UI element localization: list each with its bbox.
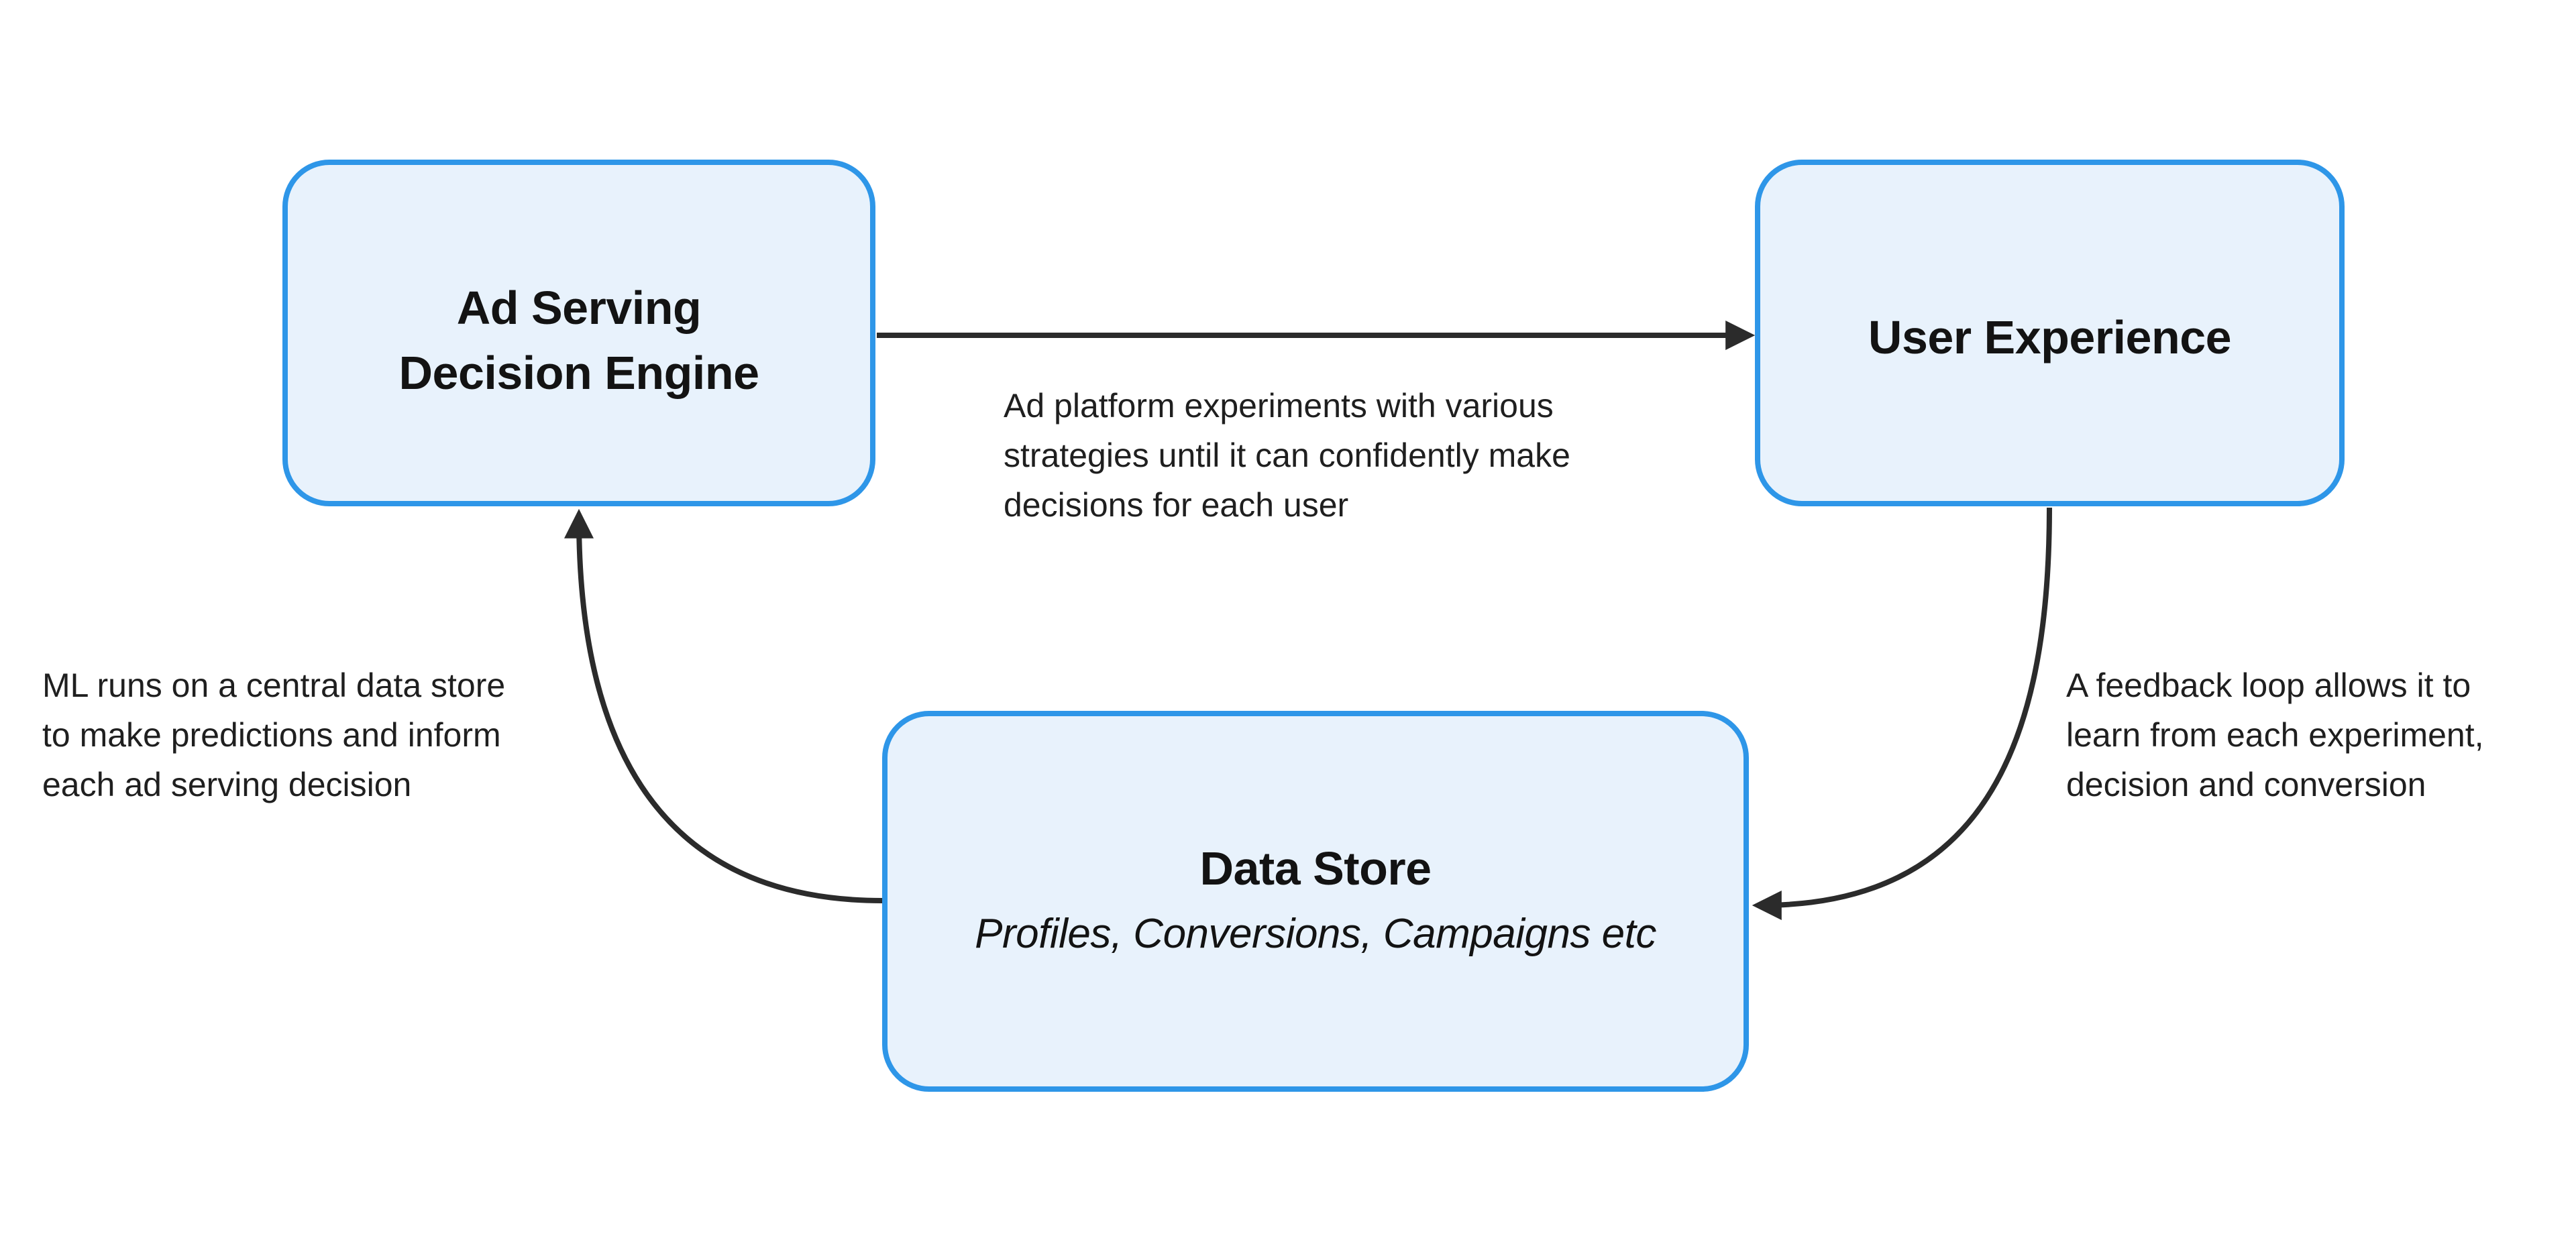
node-title-line: Ad Serving	[456, 281, 702, 334]
annotation-line: decision and conversion	[2066, 766, 2426, 803]
annotation-line: each ad serving decision	[42, 766, 412, 803]
node-title: User Experience	[1868, 311, 2232, 363]
annotation-line: ML runs on a central data store	[42, 667, 506, 704]
annotation-line: strategies until it can confidently make	[1004, 437, 1570, 474]
annotation-feedback-loop: A feedback loop allows it to learn from …	[2066, 661, 2549, 809]
annotation-experiments: Ad platform experiments with various str…	[1004, 381, 1688, 530]
arrow-user-experience-to-data-store	[1752, 507, 2052, 920]
annotation-line: learn from each experiment,	[2066, 716, 2484, 754]
node-ad-serving-decision-engine: Ad Serving Decision Engine	[282, 160, 875, 506]
node-title-line: Decision Engine	[398, 346, 759, 399]
annotation-line: Ad platform experiments with various	[1004, 387, 1554, 424]
node-user-experience: User Experience	[1755, 160, 2345, 506]
annotation-line: to make predictions and inform	[42, 716, 501, 754]
node-title: Ad Serving Decision Engine	[398, 276, 759, 406]
annotation-ml-predictions: ML runs on a central data store to make …	[42, 661, 606, 809]
node-subtitle: Profiles, Conversions, Campaigns etc	[975, 911, 1656, 957]
arrow-data-store-to-ad-serving	[564, 508, 883, 903]
annotation-line: A feedback loop allows it to	[2066, 667, 2471, 704]
node-title: Data Store	[1199, 842, 1432, 895]
annotation-line: decisions for each user	[1004, 486, 1349, 524]
node-data-store: Data Store Profiles, Conversions, Campai…	[882, 711, 1749, 1092]
